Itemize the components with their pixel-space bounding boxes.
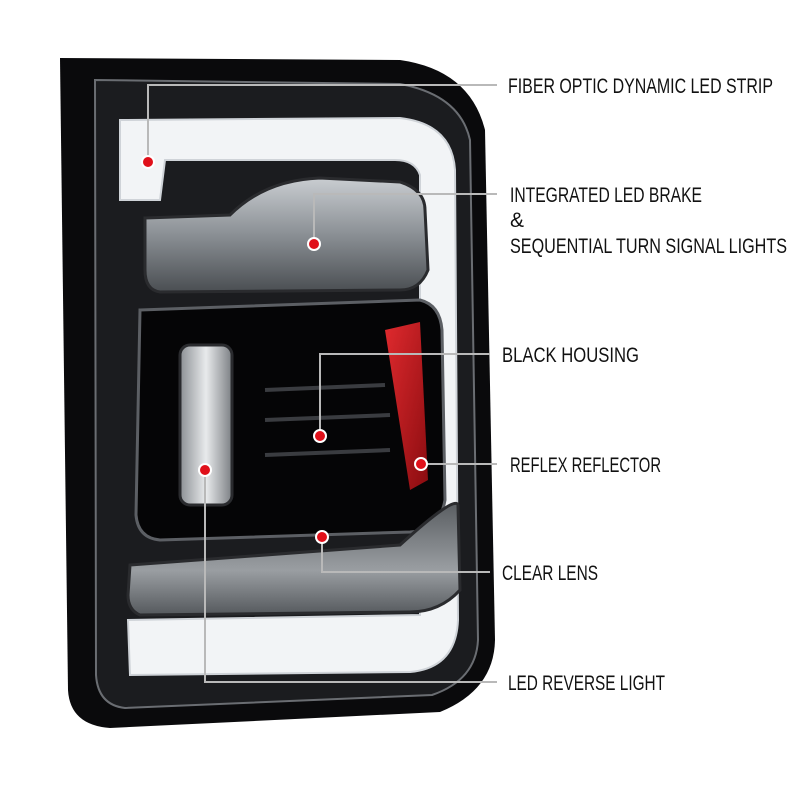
red-reflector: [385, 322, 428, 490]
marker-dot-clear-lens: [315, 530, 329, 544]
label-black-housing: BLACK HOUSING: [502, 344, 639, 367]
callout-line-housing: [319, 353, 490, 436]
label-led-reverse-light: LED REVERSE LIGHT: [508, 672, 665, 695]
label-led-brake: INTEGRATED LED BRAKE: [510, 184, 702, 207]
fiber-optic-led-strip: [119, 116, 460, 677]
marker-dot-housing: [313, 429, 327, 443]
callout-line-reverse: [204, 470, 497, 683]
label-clear-lens: CLEAR LENS: [502, 562, 598, 585]
marker-dot-fiber-optic: [141, 155, 155, 169]
callout-lines: [147, 84, 497, 683]
label-fiber-optic: FIBER OPTIC DYNAMIC LED STRIP: [508, 75, 773, 98]
label-sequential-turn: SEQUENTIAL TURN SIGNAL LIGHTS: [510, 235, 787, 258]
label-reflex-reflector: REFLEX REFLECTOR: [510, 454, 661, 477]
marker-dot-brake: [307, 237, 321, 251]
callout-line-brake: [313, 193, 497, 244]
brake-turn-lens: [143, 176, 430, 294]
marker-dot-reverse: [198, 463, 212, 477]
callout-line-fiber-optic: [147, 84, 497, 162]
housing-ribs: [264, 383, 391, 457]
callout-line-clear-lens: [321, 537, 490, 573]
marker-dot-reflector: [414, 457, 428, 471]
label-ampersand: &: [510, 209, 524, 232]
bottom-clear-lens: [126, 502, 462, 617]
